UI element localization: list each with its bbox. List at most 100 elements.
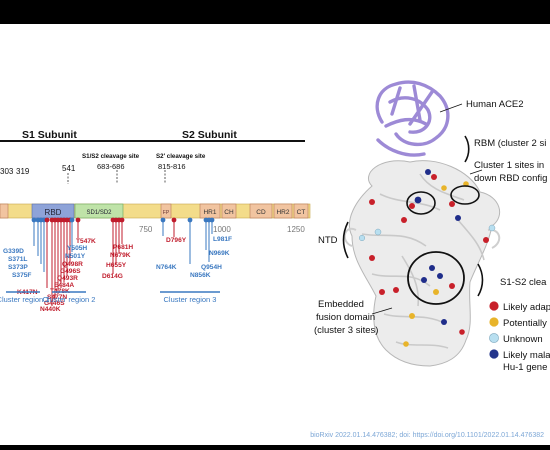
s2-subunit-title: S2 Subunit (182, 129, 237, 141)
mutation-label: Q498R (62, 261, 83, 268)
ntd-arc (342, 221, 349, 259)
cluster-labels: Cluster region 1 Cluster region 2 Cluste… (0, 295, 216, 304)
atom-dark-blue (414, 196, 422, 204)
atom-red (449, 283, 455, 289)
domain-diagram: S1 Subunit S2 Subunit S1/S2 cleavage sit… (0, 129, 311, 313)
mutation-label: G339D (3, 248, 24, 255)
mutation-label: G446S (44, 300, 65, 307)
mutation-label: Q954H (201, 264, 222, 271)
position-541: 541 (62, 164, 76, 173)
s1-subunit-title: S1 Subunit (22, 129, 77, 141)
spike-structure: Human ACE2 RBM (cluster 2 si Cluster 1 s… (314, 80, 550, 373)
position-750: 750 (139, 225, 153, 234)
position-1250: 1250 (287, 225, 305, 234)
atom-red (449, 201, 455, 207)
mutation-label: Q493R (57, 275, 78, 282)
atom-yellow (403, 341, 409, 347)
mutation-label: E484A (54, 282, 74, 289)
mutation-label: N969K (209, 250, 230, 257)
atom-red (369, 255, 375, 261)
mutation-head (75, 217, 81, 223)
mutation-label: N679K (110, 252, 131, 259)
cd-domain (249, 203, 273, 219)
atom-dark-blue (421, 277, 427, 283)
ace2-label: Human ACE2 (466, 99, 524, 110)
embedded-line3: (cluster 3 sites) (314, 325, 378, 336)
sd-label: SD1/SD2 (86, 210, 112, 216)
rbm-label: RBM (cluster 2 si (474, 138, 546, 149)
s1s2-cleavage-label: S1/S2 cleavage site (82, 153, 140, 160)
position-319: 319 (16, 167, 30, 176)
s2p-cleavage-range: 815-816 (158, 162, 186, 171)
figure-canvas: S1 Subunit S2 Subunit S1/S2 cleavage sit… (0, 80, 550, 373)
ct-domain (293, 203, 309, 219)
atom-red (379, 289, 385, 295)
cluster1-label-line1: Cluster 1 sites in (474, 160, 544, 171)
s1s2-circle (407, 251, 465, 305)
fp-label: FP (163, 210, 170, 216)
legend: Likely adap Potentially Unknown Likely m… (489, 301, 550, 373)
position-303: 303 (0, 167, 14, 176)
cluster1-label-line2: down RBD config (474, 173, 547, 184)
mutation-label: T547K (76, 238, 96, 245)
legend-extra: Hu-1 gene (503, 362, 547, 373)
atom-dark-blue (425, 169, 431, 175)
atom-light-blue (374, 228, 382, 236)
atom-red (459, 329, 465, 335)
ch-label: CH (224, 209, 234, 216)
atom-dark-blue (437, 273, 443, 279)
mutation-label: S373P (8, 264, 28, 271)
cluster1-circle-left (406, 191, 436, 215)
ct-label: CT (297, 209, 306, 216)
mutation-head (31, 217, 37, 223)
embedded-line2: fusion domain (316, 312, 375, 323)
cluster-label-3: Cluster region 3 (164, 295, 217, 304)
s1s2-cleavage-range: 683-686 (97, 162, 125, 171)
mutation-head (187, 217, 193, 223)
mutation-label: S371L (8, 256, 27, 263)
atom-red (409, 203, 415, 209)
mutation-label: P681H (113, 244, 133, 251)
atom-red (401, 217, 407, 223)
atom-yellow (433, 289, 439, 295)
legend-label: Potentially (503, 318, 547, 329)
ntd-label: NTD (318, 235, 338, 246)
position-1000: 1000 (213, 225, 231, 234)
citation: bioRxiv 2022.01.14.476382; doi: https://… (310, 432, 544, 439)
legend-swatch (489, 349, 499, 359)
legend-label: Unknown (503, 334, 543, 345)
mutation-label: S477N (47, 294, 67, 301)
mutation-label: N764K (156, 264, 177, 271)
embedded-line1: Embedded (318, 299, 364, 310)
atom-light-blue (488, 224, 496, 232)
atom-red (369, 199, 375, 205)
mutation-head (171, 217, 177, 223)
rbd-label: RBD (45, 208, 62, 217)
mutation-head (44, 217, 50, 223)
s1s2-arc (477, 263, 484, 297)
hr1-label: HR1 (203, 209, 216, 216)
atom-dark-blue (429, 265, 435, 271)
mutation-label: N440K (40, 306, 61, 313)
cluster1-pointer (469, 169, 483, 175)
hr2-label: HR2 (276, 209, 289, 216)
legend-swatch (489, 317, 499, 327)
mutation-label: N856K (190, 272, 211, 279)
mutation-label: D796Y (166, 237, 187, 244)
mutation-label: G496S (60, 268, 81, 275)
atom-yellow (409, 313, 415, 319)
legend-swatch (489, 301, 499, 311)
atom-light-blue (358, 234, 366, 242)
rbm-arc (464, 135, 470, 163)
ace2-molecule (375, 80, 450, 157)
atom-dark-blue (441, 319, 447, 325)
ch-domain (221, 203, 237, 219)
cluster-label-2: Cluster region 2 (43, 295, 96, 304)
s2p-cleavage-label: S2' cleavage site (156, 153, 206, 160)
structure-labels: Human ACE2 RBM (cluster 2 si Cluster 1 s… (314, 99, 547, 336)
mutation-markers (31, 217, 215, 306)
cd-label: CD (256, 209, 266, 216)
atom-yellow (441, 185, 447, 191)
mutation-label: H655Y (106, 262, 127, 269)
ace2-pointer (439, 103, 463, 113)
